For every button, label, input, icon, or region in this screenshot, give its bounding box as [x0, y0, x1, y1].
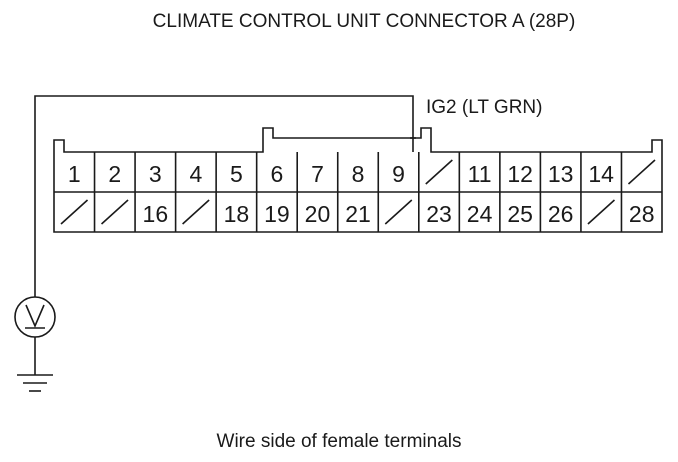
- terminal-18: 18: [224, 201, 250, 227]
- row_top-empty-terminal: [425, 159, 453, 185]
- terminal-11: 11: [468, 161, 492, 187]
- terminal-24: 24: [467, 201, 493, 227]
- terminal-19: 19: [264, 201, 290, 227]
- voltmeter-icon: [14, 296, 56, 338]
- wire-label: IG2 (LT GRN): [426, 97, 542, 118]
- terminal-1: 1: [68, 161, 81, 187]
- connector-housing: [53, 127, 663, 233]
- terminal-16: 16: [143, 201, 169, 227]
- terminal-25: 25: [507, 201, 533, 227]
- terminal-20: 20: [305, 201, 331, 227]
- row_top-empty-terminal: [627, 159, 656, 185]
- terminal-6: 6: [271, 161, 284, 187]
- terminal-14: 14: [588, 161, 614, 187]
- row_bottom-empty-terminal: [384, 199, 413, 225]
- diagram-caption: Wire side of female terminals: [217, 431, 462, 452]
- terminal-7: 7: [311, 161, 324, 187]
- terminal-2: 2: [108, 161, 121, 187]
- ground-icon: [17, 374, 53, 392]
- row_bottom-empty-terminal: [60, 199, 89, 225]
- terminal-4: 4: [189, 161, 202, 187]
- row_bottom-empty-terminal: [587, 199, 616, 225]
- terminal-13: 13: [548, 161, 574, 187]
- terminal-28: 28: [629, 201, 655, 227]
- diagram-title: CLIMATE CONTROL UNIT CONNECTOR A (28P): [153, 11, 576, 32]
- terminal-23: 23: [426, 201, 452, 227]
- row_bottom-empty-terminal: [182, 199, 210, 225]
- terminal-8: 8: [352, 161, 365, 187]
- terminal-26: 26: [548, 201, 574, 227]
- terminal-21: 21: [345, 201, 371, 227]
- terminal-5: 5: [230, 161, 243, 187]
- probe-wire: [34, 95, 414, 297]
- terminal-9: 9: [392, 161, 405, 187]
- terminal-12: 12: [507, 161, 533, 187]
- terminal-3: 3: [149, 161, 162, 187]
- row_bottom-empty-terminal: [100, 199, 129, 225]
